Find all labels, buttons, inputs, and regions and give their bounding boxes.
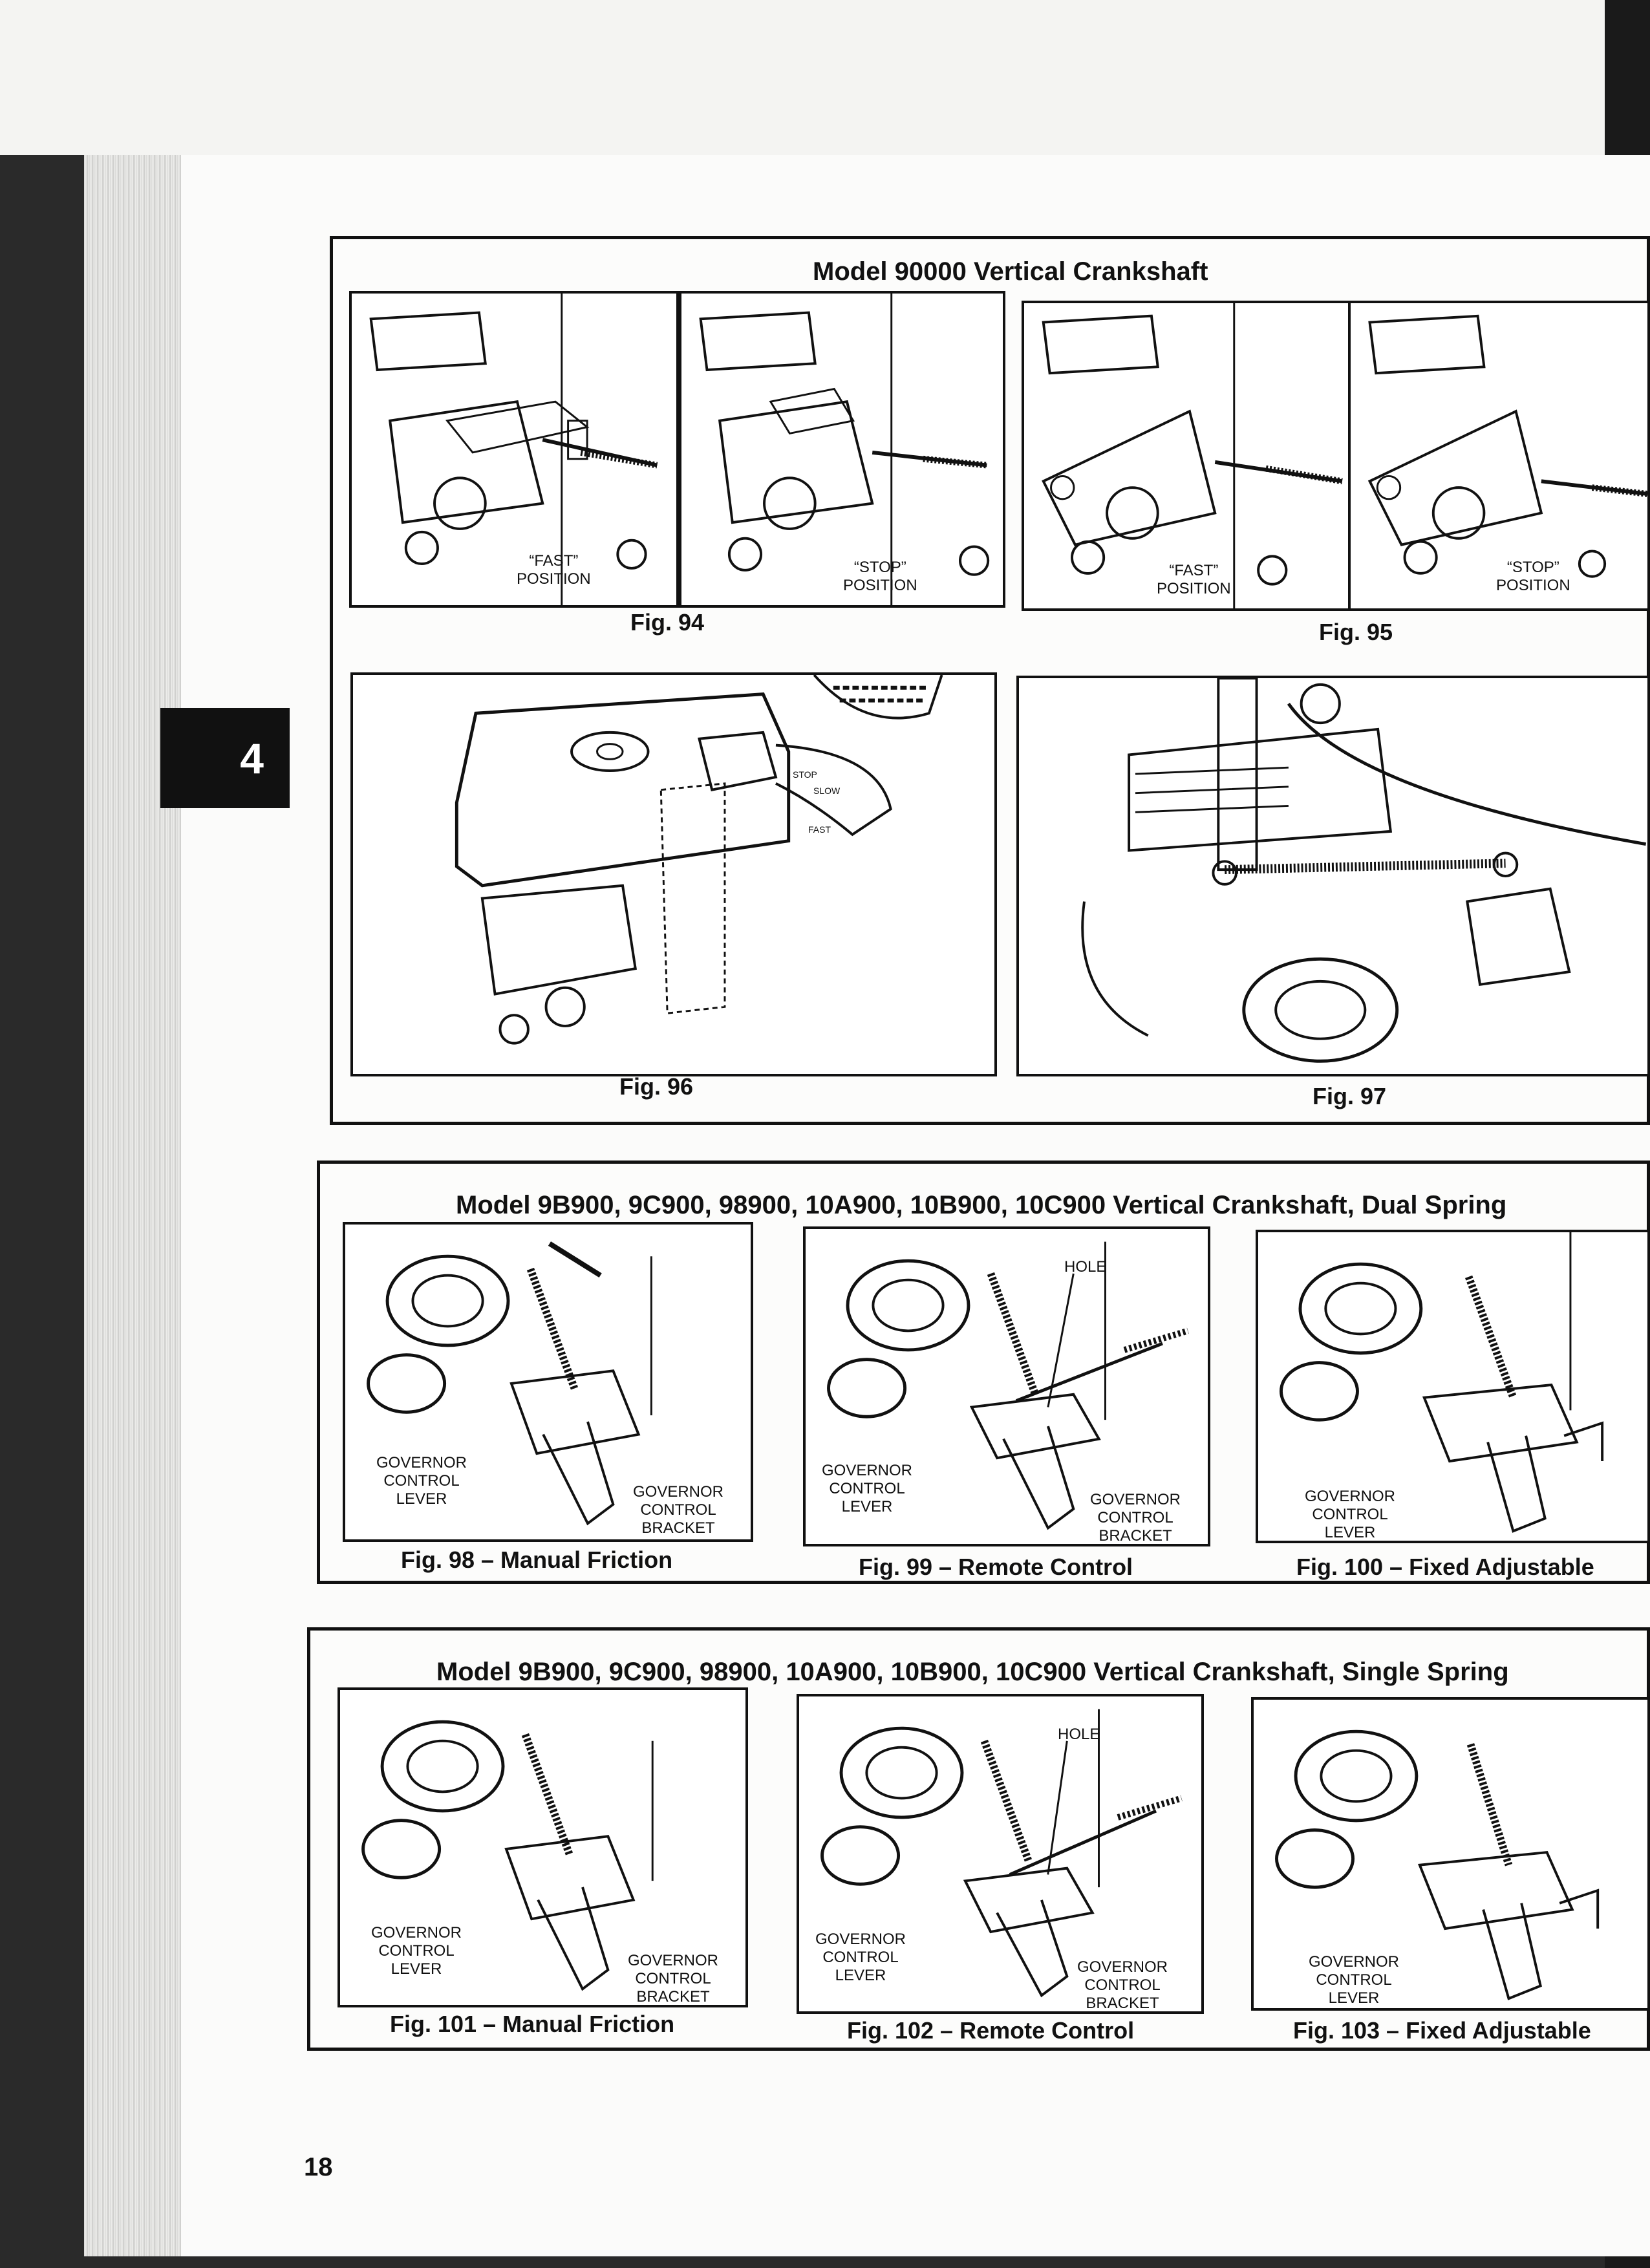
governor-control-lever-label: GOVERNOR CONTROL LEVER: [1309, 1953, 1400, 2007]
governor-control-lever-label: GOVERNOR CONTROL LEVER: [815, 1931, 906, 1984]
fig99-caption: Fig. 99 – Remote Control: [859, 1554, 1133, 1580]
fig98-illustration: GOVERNOR CONTROL LEVER GOVERNOR CONTROL …: [343, 1222, 753, 1542]
carburetor-stop-drawing: [1367, 314, 1647, 578]
fig97-caption: Fig. 97: [1312, 1083, 1387, 1109]
governor-control-bracket-label: GOVERNOR CONTROL BRACKET: [1077, 1958, 1168, 2012]
fast-position-label: “FAST” POSITION: [1157, 562, 1231, 597]
knob-label-slow: SLOW: [813, 786, 841, 796]
fig96-illustration: STOP SLOW FAST: [350, 672, 997, 1076]
page-stack-edge: [84, 155, 181, 2256]
fig98-caption: Fig. 98 – Manual Friction: [401, 1546, 673, 1573]
hole-label: HOLE: [1064, 1258, 1107, 1276]
governor-control-lever-label: GOVERNOR CONTROL LEVER: [822, 1462, 913, 1515]
carburetor-fast-drawing: [369, 294, 658, 605]
stop-position-label: “STOP” POSITION: [1496, 559, 1570, 594]
governor-spring-linkage-drawing: [1081, 678, 1647, 1063]
single-spring-fixed-adjustable-drawing: [1275, 1729, 1600, 2000]
fig100-illustration: GOVERNOR CONTROL LEVER: [1256, 1230, 1650, 1543]
knob-label-fast: FAST: [808, 824, 831, 835]
dual-spring-manual-friction-drawing: [367, 1241, 652, 1526]
fig99-illustration: HOLE GOVERNOR CONTROL LEVER GOVERNOR CON…: [803, 1226, 1210, 1546]
single-spring-remote-control-drawing: [820, 1709, 1183, 1998]
governor-control-bracket-label: GOVERNOR CONTROL BRACKET: [1090, 1491, 1181, 1545]
stop-position-label: “STOP” POSITION: [843, 559, 917, 594]
fig103-illustration: GOVERNOR CONTROL LEVER: [1251, 1697, 1650, 2011]
page-number: 18: [304, 2153, 333, 2181]
fig94-right-illustration: “STOP” POSITION: [679, 291, 1005, 608]
panel-title: Model 90000 Vertical Crankshaft: [813, 257, 1208, 286]
dual-spring-fixed-adjustable-drawing: [1279, 1232, 1604, 1533]
fast-position-label: “FAST” POSITION: [517, 552, 591, 588]
governor-control-lever-label: GOVERNOR CONTROL LEVER: [371, 1924, 462, 1978]
fig101-illustration: GOVERNOR CONTROL LEVER GOVERNOR CONTROL …: [338, 1687, 748, 2007]
fig95-right-illustration: “STOP” POSITION: [1348, 301, 1650, 611]
fig95-caption: Fig. 95: [1319, 619, 1393, 645]
panel-title: Model 9B900, 9C900, 98900, 10A900, 10B90…: [456, 1191, 1507, 1219]
knob-label-stop: STOP: [793, 769, 817, 780]
governor-control-bracket-label: GOVERNOR CONTROL BRACKET: [628, 1952, 719, 2006]
single-spring-manual-friction-drawing: [361, 1720, 654, 1991]
fuel-tank-control-knob-drawing: [455, 675, 943, 1045]
governor-control-lever-label: GOVERNOR CONTROL LEVER: [376, 1454, 467, 1508]
governor-control-bracket-label: GOVERNOR CONTROL BRACKET: [633, 1483, 724, 1537]
fig102-illustration: HOLE GOVERNOR CONTROL LEVER GOVERNOR CON…: [797, 1694, 1204, 2014]
scan-background: [0, 0, 1650, 155]
fig94-caption: Fig. 94: [630, 609, 705, 636]
fig95-left-illustration: “FAST” POSITION: [1022, 301, 1351, 611]
fig103-caption: Fig. 103 – Fixed Adjustable: [1293, 2017, 1591, 2044]
governor-control-lever-label: GOVERNOR CONTROL LEVER: [1305, 1488, 1396, 1541]
fig96-caption: Fig. 96: [619, 1073, 694, 1100]
fig94-left-illustration: “FAST” POSITION: [349, 291, 679, 608]
fig97-illustration: [1016, 676, 1650, 1076]
carburetor-fast-drawing: [1042, 303, 1343, 608]
fig101-caption: Fig. 101 – Manual Friction: [390, 2011, 675, 2037]
fig102-caption: Fig. 102 – Remote Control: [847, 2017, 1135, 2044]
carburetor-stop-drawing: [699, 294, 990, 605]
dual-spring-remote-control-drawing: [827, 1241, 1189, 1530]
chapter-tab: 4: [160, 708, 290, 808]
fig100-caption: Fig. 100 – Fixed Adjustable: [1296, 1554, 1594, 1580]
hole-label: HOLE: [1058, 1726, 1100, 1743]
panel-title: Model 9B900, 9C900, 98900, 10A900, 10B90…: [436, 1658, 1509, 1686]
